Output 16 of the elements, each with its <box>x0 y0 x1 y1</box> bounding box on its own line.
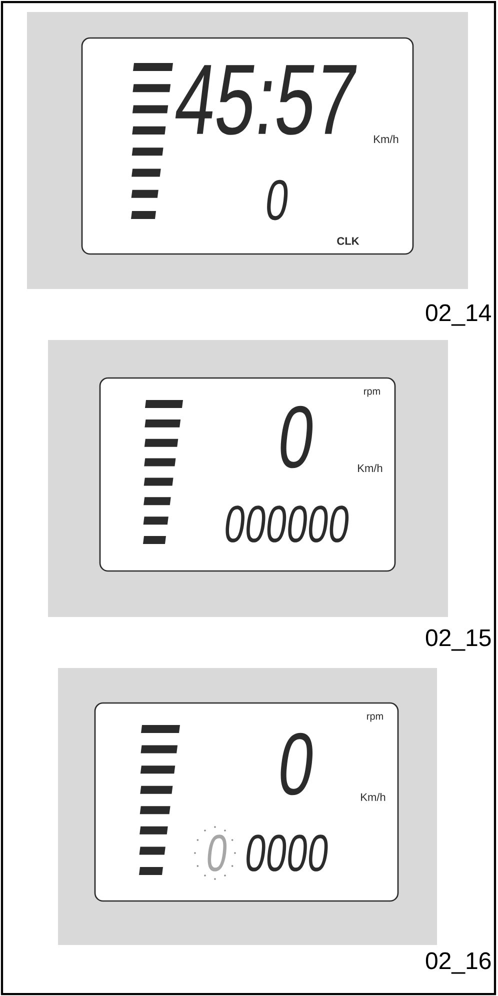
figure-number: 02_15 <box>426 629 491 651</box>
figure-number: 02_16 <box>426 952 491 974</box>
unit-label: rpm <box>364 389 380 397</box>
lcd-digit: 0 <box>267 180 288 220</box>
unit-label: Km/h <box>358 464 382 472</box>
mode-indicator: CLK <box>337 237 360 245</box>
clock-digits: 45:57 <box>175 65 357 135</box>
unit-label: Km/h <box>374 134 398 144</box>
odometer-digits: 0000 <box>246 834 328 872</box>
odometer-digits: 000000 <box>226 506 349 542</box>
blinking-digit: 0 <box>208 834 227 872</box>
unit-label: rpm <box>367 714 383 722</box>
speed-digit: 0 <box>280 732 313 796</box>
unit-label: Km/h <box>361 792 386 802</box>
figure-number: 02_14 <box>426 304 492 326</box>
speed-digit: 0 <box>280 406 313 468</box>
